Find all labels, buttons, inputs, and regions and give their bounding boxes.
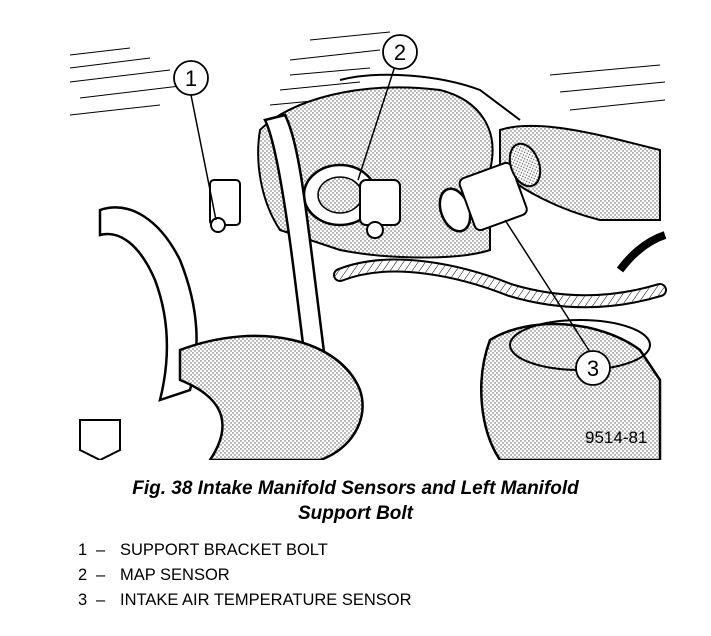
legend: 1–SUPPORT BRACKET BOLT 2–MAP SENSOR 3–IN… [78,538,412,613]
legend-item-1: 1–SUPPORT BRACKET BOLT [78,538,412,563]
svg-text:3: 3 [587,356,599,381]
legend-number: 3 [78,591,88,609]
figure-code: 9514-81 [585,428,648,447]
legend-number: 1 [78,541,88,559]
legend-dash: – [96,566,106,584]
legend-number: 2 [78,566,88,584]
svg-text:2: 2 [394,40,406,65]
map-sensor-drawing [302,163,401,239]
caption-line-1: Fig. 38 Intake Manifold Sensors and Left… [132,478,579,499]
callout-3: 3 [575,350,611,386]
iat-sensor-drawing [438,142,542,233]
legend-dash: – [96,541,106,559]
svg-text:1: 1 [185,66,197,91]
callout-1: 1 [173,60,209,96]
support-bracket [263,113,327,362]
legend-dash: – [96,591,106,609]
legend-item-2: 2–MAP SENSOR [78,563,412,588]
legend-item-3: 3–INTAKE AIR TEMPERATURE SENSOR [78,588,412,613]
lower-tube [178,334,364,460]
figure-caption: Fig. 38 Intake Manifold Sensors and Left… [0,476,711,526]
legend-label: MAP SENSOR [120,566,230,584]
legend-label: INTAKE AIR TEMPERATURE SENSOR [120,591,412,609]
hose [98,206,198,402]
legend-label: SUPPORT BRACKET BOLT [120,541,328,559]
sensor-housing [499,124,661,221]
caption-line-2: Support Bolt [297,503,414,524]
support-bracket-bolt-drawing [209,179,241,233]
engine-illustration: 1 2 3 [69,31,667,460]
callout-2: 2 [382,34,418,70]
callout-leaders [190,65,591,353]
